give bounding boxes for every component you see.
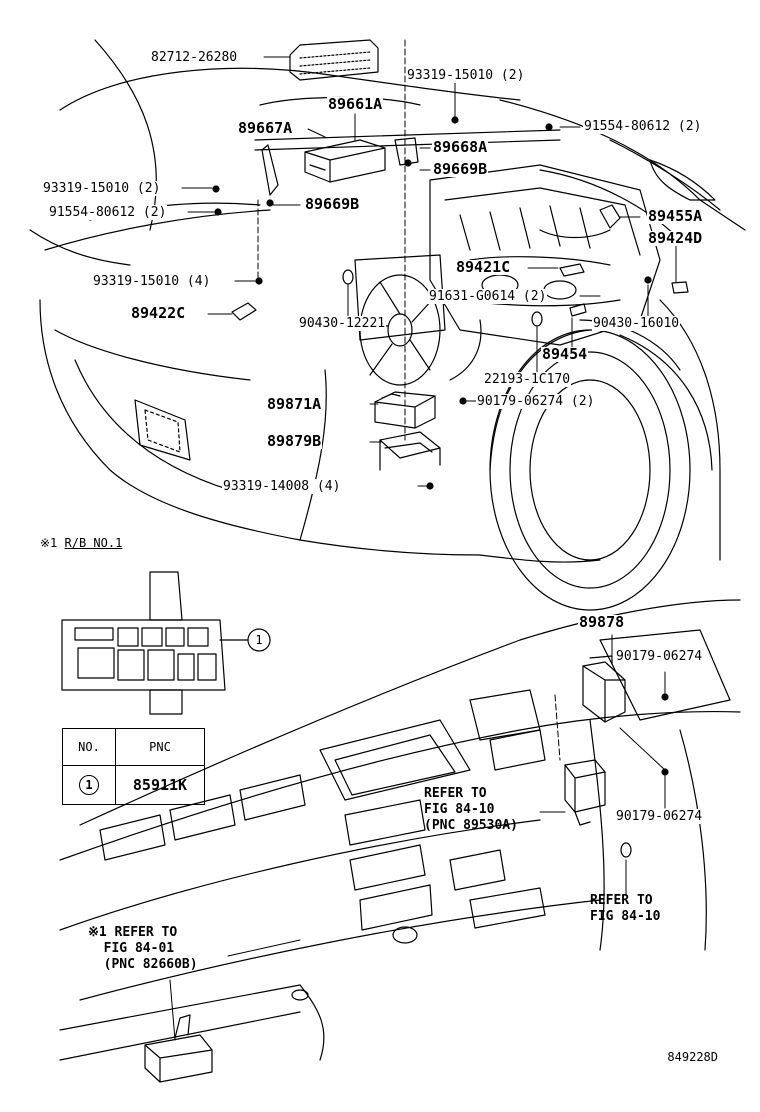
control-unit-89530a bbox=[564, 759, 606, 826]
bracket-89667a bbox=[261, 137, 419, 196]
part-label: 89669B bbox=[432, 160, 489, 178]
part-label: 89878 bbox=[578, 613, 626, 631]
part-label: 82712-26280 bbox=[150, 50, 239, 65]
ecu-89871a bbox=[374, 391, 436, 429]
pnc-row-no-circle: 1 bbox=[79, 775, 99, 795]
pnc-header-pnc: PNC bbox=[115, 728, 205, 766]
part-label: 90179-06274 bbox=[615, 809, 704, 824]
washers bbox=[342, 269, 632, 858]
buzzer-82660b bbox=[144, 1014, 213, 1083]
part-label: 89879B bbox=[266, 432, 323, 450]
pnc-table: NO. PNC 1 85911K bbox=[62, 728, 205, 805]
part-label: 90179-06274 (2) bbox=[476, 394, 596, 409]
part-label: 91554-80612 (2) bbox=[48, 205, 168, 220]
fasteners-lower bbox=[661, 693, 669, 776]
front-wheel bbox=[489, 329, 713, 611]
refer-note-84-10: REFER TO FIG 84-10 bbox=[590, 893, 661, 924]
part-label: 89424D bbox=[647, 229, 704, 247]
refer-note-89530a: REFER TO FIG 84-10 (PNC 89530A) bbox=[424, 786, 518, 833]
part-label: 89455A bbox=[647, 207, 704, 225]
part-label: 91631-G0614 (2) bbox=[428, 289, 548, 304]
part-label: 89668A bbox=[432, 138, 489, 156]
dashboard-drawing bbox=[59, 599, 741, 1061]
part-label: 89454 bbox=[541, 345, 589, 363]
figure-number: 849228D bbox=[667, 1050, 718, 1064]
relay-block-title: ※1 R/B NO.1 bbox=[40, 536, 122, 550]
part-label: 89871A bbox=[266, 395, 323, 413]
part-label: 90430-16010 bbox=[592, 316, 681, 331]
pnc-row-value: 85911K bbox=[115, 765, 205, 805]
sensor-89424d bbox=[671, 281, 689, 294]
ecu-89878 bbox=[582, 655, 626, 723]
sensor-89454 bbox=[569, 303, 587, 317]
bracket-89879b bbox=[379, 431, 441, 471]
part-label: 89661A bbox=[327, 95, 384, 113]
part-label: 93319-14008 (4) bbox=[222, 479, 342, 494]
cowl-lines bbox=[254, 96, 561, 151]
part-label: 89421C bbox=[455, 258, 512, 276]
ecu-89661a bbox=[304, 139, 386, 183]
part-label: 90430-12221 bbox=[298, 316, 387, 331]
part-label: 90179-06274 bbox=[615, 649, 704, 664]
relay-block-drawing bbox=[61, 571, 271, 715]
part-label: 89669B bbox=[304, 195, 361, 213]
leader-lines-lower bbox=[169, 634, 666, 1041]
radiator-fan bbox=[354, 254, 446, 386]
sensor-89422c bbox=[231, 302, 257, 321]
refer-note-82660b: ※1 REFER TO FIG 84-01 (PNC 82660B) bbox=[88, 925, 198, 972]
relay-module-82712 bbox=[289, 39, 379, 81]
part-label: 22193-1C170 bbox=[483, 372, 572, 387]
part-label: 93319-15010 (2) bbox=[406, 68, 526, 83]
relay-block-title-prefix: ※1 bbox=[40, 536, 58, 550]
leader-lines-upper bbox=[181, 39, 677, 487]
pnc-table-header: NO. PNC bbox=[62, 728, 205, 766]
part-label: 89422C bbox=[130, 304, 187, 322]
part-label: 89667A bbox=[237, 119, 294, 137]
relay-block-title-text: R/B NO.1 bbox=[64, 536, 123, 550]
table-row: 1 85911K bbox=[62, 765, 205, 805]
sensor-89455a bbox=[599, 204, 621, 229]
part-label: 91554-80612 (2) bbox=[583, 119, 703, 134]
part-label: 93319-15010 (2) bbox=[42, 181, 162, 196]
part-label: 93319-15010 (4) bbox=[92, 274, 212, 289]
pnc-header-no: NO. bbox=[62, 728, 116, 766]
pnc-row-no: 1 bbox=[62, 765, 116, 805]
relay-block-callout-number: 1 bbox=[255, 633, 263, 647]
sensor-89421c bbox=[559, 263, 585, 277]
